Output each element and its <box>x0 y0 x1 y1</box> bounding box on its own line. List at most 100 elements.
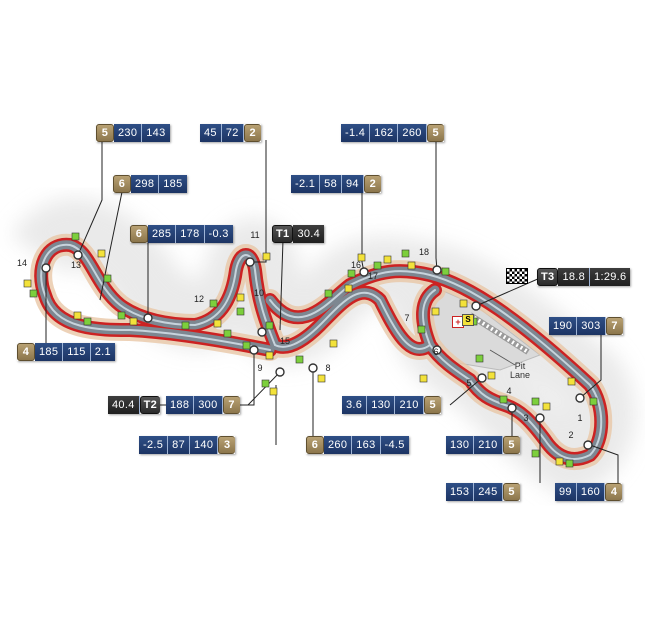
turn-2-label: 2 <box>568 430 574 440</box>
g-force-value: -1.4 <box>341 124 371 142</box>
turn-13-label: 13 <box>70 260 82 270</box>
turn-6-label: 6 <box>433 347 439 357</box>
callout-turn14: 4 185 115 2.1 <box>17 343 115 361</box>
gear-badge: 2 <box>243 124 261 142</box>
callout-sector-t2: 40.4 T2 <box>108 396 161 414</box>
pit-label-line2: Lane <box>510 370 531 380</box>
callout-turn9-apex: -2.5 87 140 3 <box>139 436 236 454</box>
callout-sector-t1: T1 30.4 <box>272 225 325 243</box>
sector-time: 18.8 <box>558 268 591 286</box>
turn-1-label: 1 <box>577 413 583 423</box>
turn-15-label: 15 <box>279 336 291 346</box>
turn-12-label: 12 <box>193 294 205 304</box>
speed-value: 72 <box>221 124 244 142</box>
turn-3-label: 3 <box>523 413 529 423</box>
callout-turn2: 99 160 4 <box>555 483 623 501</box>
turn-17-label: 17 <box>367 271 379 281</box>
turn-8-label: 8 <box>325 363 331 373</box>
sector-badge: T1 <box>272 225 294 243</box>
sector-badge: T3 <box>537 268 559 286</box>
speed-value: 45 <box>200 124 222 142</box>
gear-badge: 5 <box>502 483 520 501</box>
turn-5-label: 5 <box>466 378 472 388</box>
pit-lane-pointer <box>489 349 516 366</box>
callout-turn16: -2.1 58 94 2 <box>291 175 381 193</box>
marshal-posts <box>23 232 598 468</box>
callout-turn11: 45 72 2 <box>200 124 261 142</box>
speed-value: 298 <box>131 175 160 193</box>
turn-9-label: 9 <box>257 363 263 373</box>
speed-value: 130 <box>446 436 475 454</box>
speed-value: 190 <box>549 317 578 335</box>
speed-value: 303 <box>577 317 606 335</box>
sector-badge: T2 <box>139 396 161 414</box>
speed-value: 260 <box>398 124 427 142</box>
speed-value: 94 <box>342 175 364 193</box>
callout-turn4: 130 210 5 <box>446 436 520 454</box>
gear-badge: 5 <box>502 436 520 454</box>
speed-value: 87 <box>168 436 190 454</box>
speed-value: 285 <box>148 225 177 243</box>
callout-turn9: 188 300 7 <box>166 396 240 414</box>
gear-badge: 3 <box>218 436 236 454</box>
speed-value: 58 <box>320 175 342 193</box>
lap-time: 1:29.6 <box>590 268 631 286</box>
gear-badge: 2 <box>363 175 381 193</box>
callout-turn18: -1.4 162 260 5 <box>341 124 444 142</box>
speed-value: 140 <box>190 436 219 454</box>
callout-hairpin-exit: 6 298 185 <box>113 175 187 193</box>
turn-11-label: 11 <box>250 230 260 240</box>
callout-turn1: 190 303 7 <box>549 317 623 335</box>
callout-turn13: 5 230 143 <box>96 124 170 142</box>
g-force-value: -0.3 <box>204 225 233 243</box>
speed-value: 162 <box>370 124 399 142</box>
g-force-value: 3.6 <box>342 396 368 414</box>
speed-value: 300 <box>194 396 223 414</box>
gear-badge: 5 <box>423 396 441 414</box>
gear-badge: 6 <box>113 175 131 193</box>
speed-value: 153 <box>446 483 475 501</box>
gear-badge: 6 <box>306 436 324 454</box>
speed-value: 210 <box>395 396 424 414</box>
sector-time: 30.4 <box>293 225 325 243</box>
callout-turn3: 153 245 5 <box>446 483 520 501</box>
gear-badge: 4 <box>605 483 623 501</box>
g-force-value: -2.1 <box>291 175 321 193</box>
turn-18-label: 18 <box>418 247 430 257</box>
sector-time: 40.4 <box>108 396 140 414</box>
turn-markers <box>41 250 593 450</box>
speed-value: 143 <box>142 124 170 142</box>
speed-value: 245 <box>474 483 503 501</box>
garage-stripes <box>468 312 530 355</box>
speed-value: 163 <box>352 436 381 454</box>
turn-7-label: 7 <box>404 313 410 323</box>
speed-value: 178 <box>176 225 205 243</box>
turn-14-label: 14 <box>16 258 28 268</box>
turn-10-label: 10 <box>253 288 265 298</box>
turn-4-label: 4 <box>506 386 512 396</box>
gear-badge: 7 <box>222 396 240 414</box>
callout-turn12: 6 285 178 -0.3 <box>130 225 233 243</box>
pit-label-line1: Pit <box>514 361 526 371</box>
callout-sector-t3: T3 18.8 1:29.6 <box>537 268 631 286</box>
gear-badge: 7 <box>605 317 623 335</box>
speed-value: 188 <box>166 396 195 414</box>
speed-value: 160 <box>576 483 606 501</box>
g-force-value: 2.1 <box>90 343 115 361</box>
callout-turn5: 3.6 130 210 5 <box>342 396 441 414</box>
speed-value: 185 <box>159 175 187 193</box>
speed-value: 130 <box>367 396 396 414</box>
speed-value: 185 <box>35 343 64 361</box>
g-force-value: -2.5 <box>139 436 169 454</box>
speed-value: 260 <box>324 436 353 454</box>
turn-16-label: 16 <box>350 260 362 270</box>
gear-badge: 6 <box>130 225 148 243</box>
speed-value: 210 <box>474 436 503 454</box>
g-force-value: -4.5 <box>380 436 409 454</box>
speed-value: 115 <box>63 343 91 361</box>
callout-turn8: 6 260 163 -4.5 <box>306 436 409 454</box>
gear-badge: 4 <box>17 343 35 361</box>
pit-lane-label: Pit Lane <box>510 362 530 380</box>
